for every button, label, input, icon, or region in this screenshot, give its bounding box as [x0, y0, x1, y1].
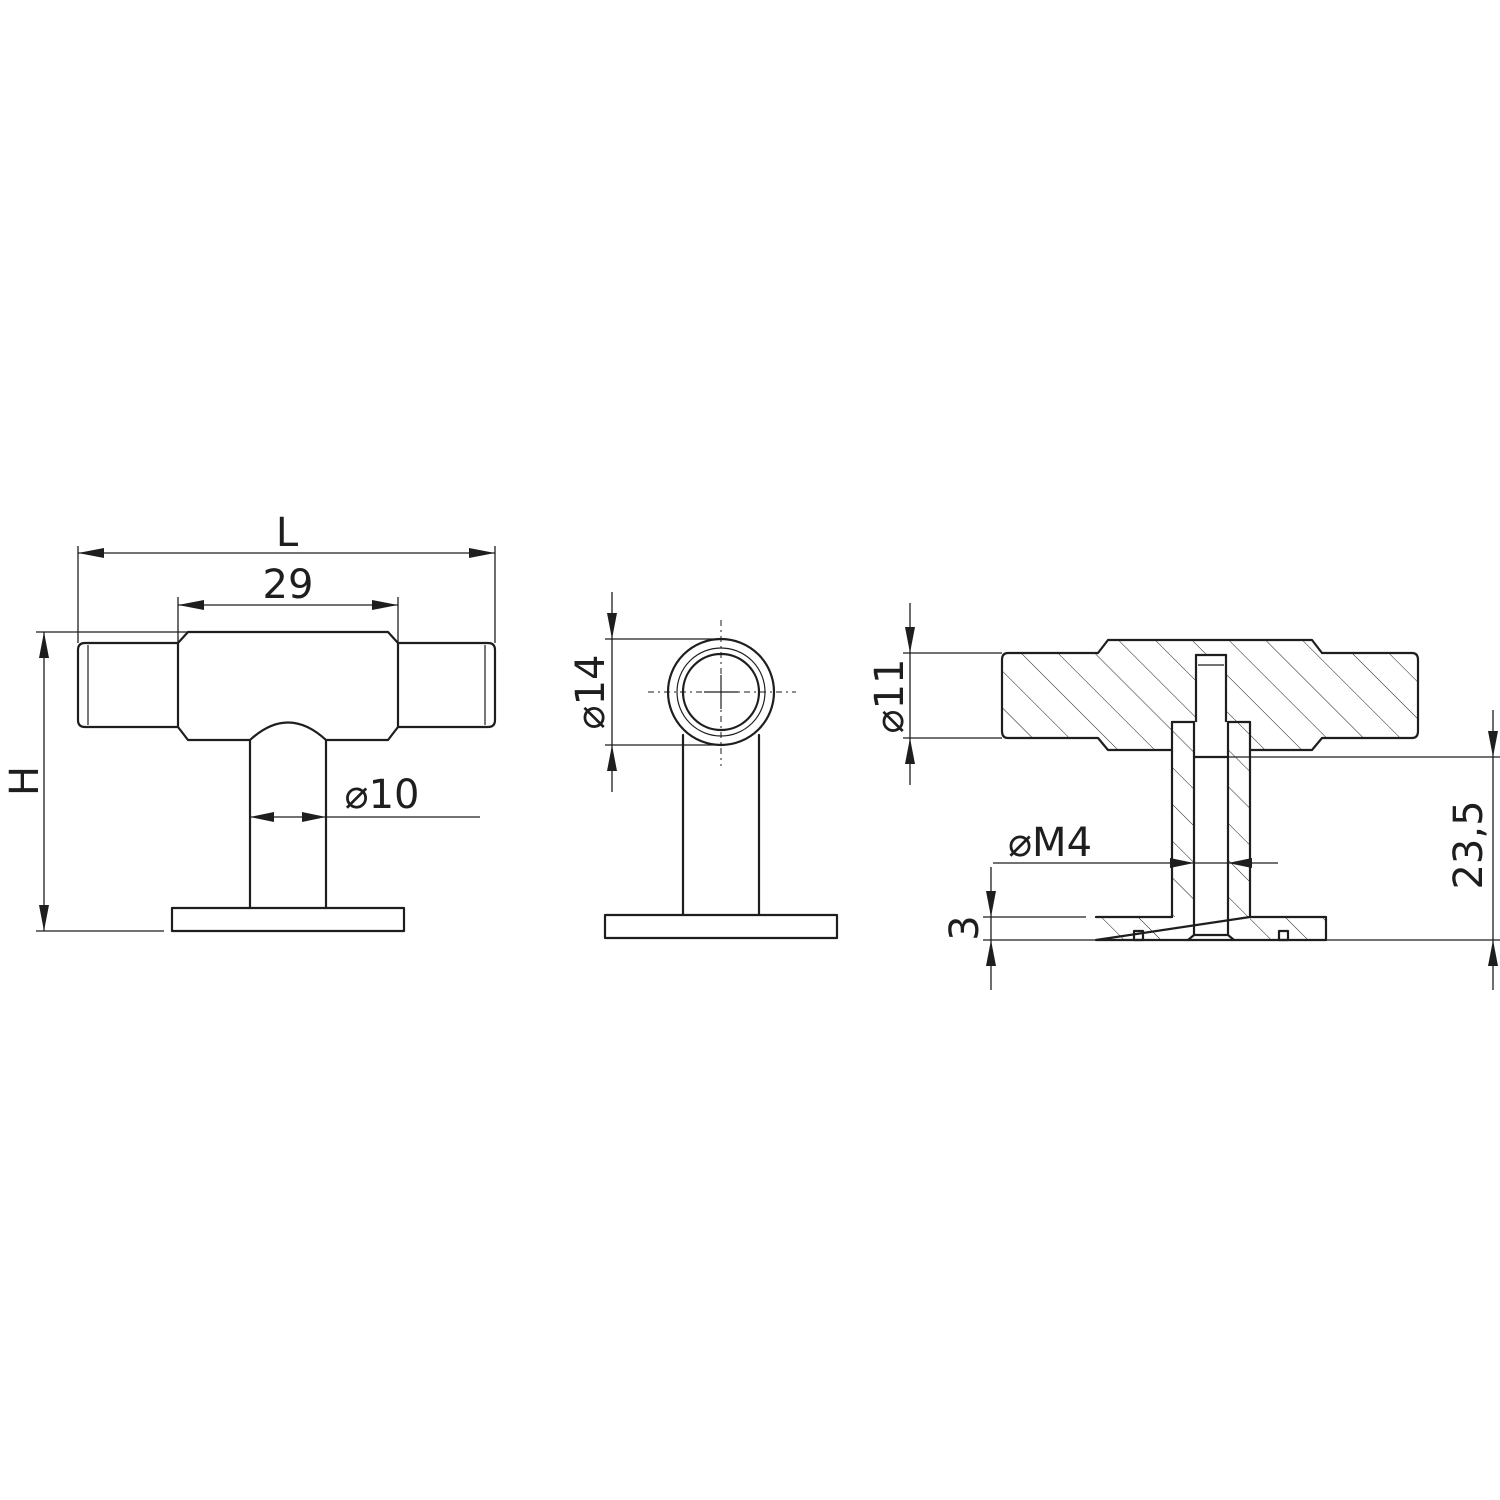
body-length-label: 29: [263, 562, 314, 608]
base-pin-left: [1132, 929, 1145, 942]
base-plate: [603, 913, 839, 940]
stem-diameter-label: ⌀10: [345, 772, 420, 818]
section-view: ⌀11 ⌀M4 23,5 3: [867, 603, 1500, 990]
central-body: [176, 630, 400, 742]
arrowhead: [607, 613, 617, 639]
left-end-cap: [76, 641, 180, 729]
arrowhead: [178, 600, 204, 610]
arrowhead: [1488, 731, 1498, 757]
section-bar-diameter-label: ⌀11: [867, 659, 913, 734]
stem-height-label: 23,5: [1446, 800, 1492, 889]
side-view: ⌀14: [568, 592, 839, 940]
arrowhead: [1228, 858, 1252, 868]
arrowhead: [302, 812, 326, 822]
arrowhead: [78, 548, 104, 558]
screw-head: [1186, 933, 1236, 942]
front-view: L 29 H ⌀10: [2, 510, 497, 933]
arrowhead: [905, 627, 915, 653]
bar-diameter-label: ⌀14: [568, 655, 614, 730]
base-thickness-label: 3: [942, 915, 988, 940]
arrowhead: [1170, 858, 1194, 868]
arrowhead: [1488, 940, 1498, 966]
base-right-hatch: [1250, 917, 1326, 940]
stem-wall-right-hatch: [1228, 722, 1250, 917]
arrowhead: [986, 940, 996, 966]
arrowhead: [39, 632, 49, 658]
bar-section-outline: [1000, 638, 1420, 752]
stem-wall-left-hatch: [1172, 722, 1194, 917]
thread-label: ⌀M4: [1008, 820, 1092, 866]
base-pin-right: [1277, 929, 1290, 942]
arrowhead: [39, 905, 49, 931]
base-left-hatch: [1096, 917, 1172, 940]
height-label: H: [2, 766, 48, 796]
right-end-cap: [396, 641, 497, 729]
arrowhead: [250, 812, 274, 822]
arrowhead: [372, 600, 398, 610]
arrowhead: [986, 891, 996, 917]
arrowhead: [607, 745, 617, 771]
length-label: L: [276, 510, 299, 556]
arrowhead: [905, 738, 915, 764]
base-plate: [170, 906, 406, 933]
arrowhead: [469, 548, 495, 558]
